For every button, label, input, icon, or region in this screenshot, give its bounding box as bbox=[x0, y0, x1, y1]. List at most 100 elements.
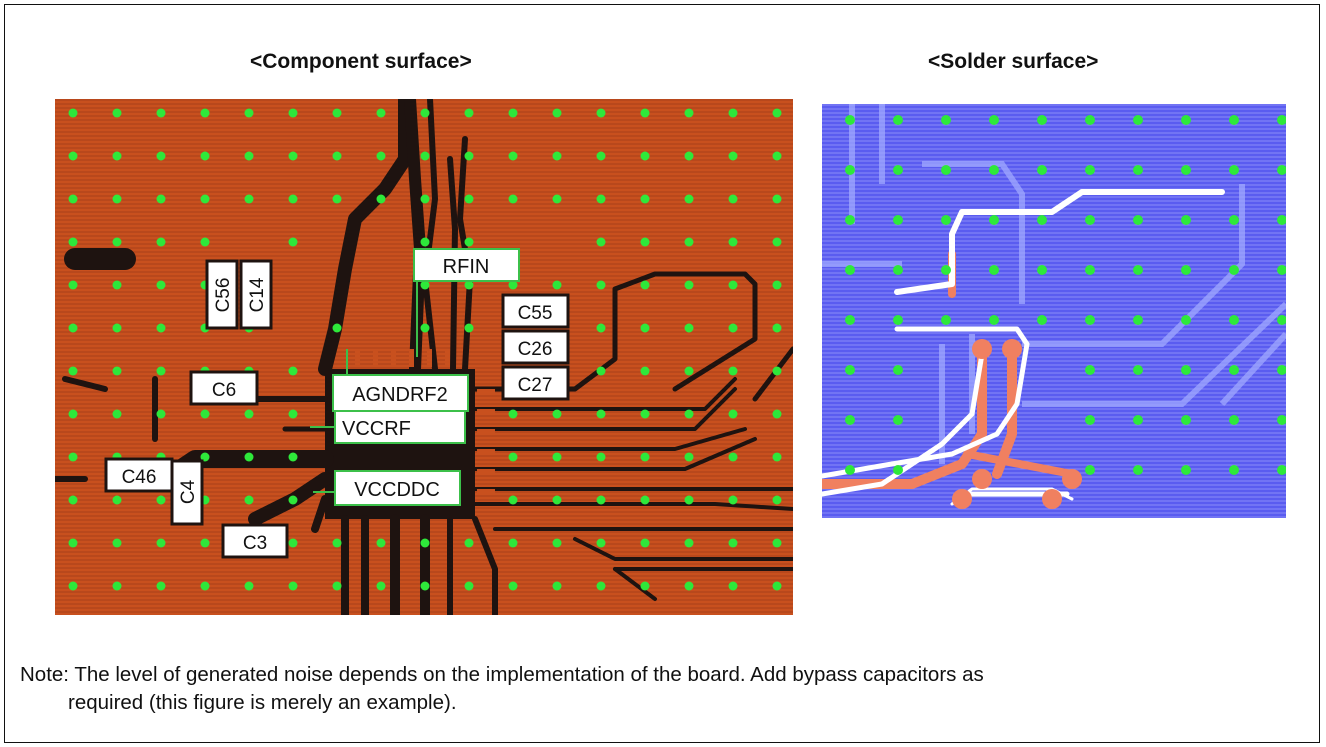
via bbox=[289, 238, 298, 247]
via bbox=[289, 109, 298, 118]
via bbox=[113, 109, 122, 118]
via bbox=[729, 195, 738, 204]
via bbox=[773, 281, 782, 290]
via bbox=[597, 367, 606, 376]
via bbox=[729, 324, 738, 333]
via bbox=[553, 410, 562, 419]
via bbox=[509, 109, 518, 118]
via bbox=[685, 582, 694, 591]
via bbox=[113, 410, 122, 419]
via bbox=[941, 315, 951, 325]
via bbox=[1229, 165, 1239, 175]
via bbox=[69, 281, 78, 290]
via bbox=[1037, 115, 1047, 125]
via bbox=[1181, 365, 1191, 375]
via bbox=[1181, 115, 1191, 125]
via bbox=[113, 195, 122, 204]
label-c6-text: C6 bbox=[212, 380, 236, 401]
via bbox=[941, 215, 951, 225]
via bbox=[553, 281, 562, 290]
via bbox=[641, 281, 650, 290]
via bbox=[201, 238, 210, 247]
label-agndrf2-text: AGNDRF2 bbox=[352, 384, 448, 406]
via bbox=[201, 152, 210, 161]
via bbox=[509, 582, 518, 591]
via bbox=[69, 238, 78, 247]
label-vccddc-text: VCCDDC bbox=[354, 479, 440, 501]
via bbox=[69, 410, 78, 419]
via bbox=[729, 109, 738, 118]
via bbox=[69, 582, 78, 591]
via bbox=[773, 109, 782, 118]
via bbox=[729, 582, 738, 591]
via bbox=[641, 453, 650, 462]
via bbox=[377, 582, 386, 591]
via bbox=[333, 109, 342, 118]
via bbox=[597, 109, 606, 118]
via bbox=[157, 152, 166, 161]
via bbox=[893, 165, 903, 175]
via bbox=[845, 365, 855, 375]
via bbox=[421, 539, 430, 548]
via bbox=[553, 152, 562, 161]
via bbox=[597, 539, 606, 548]
label-c3: C3 bbox=[223, 525, 287, 557]
label-c46: C46 bbox=[106, 459, 172, 491]
label-c14: C14 bbox=[241, 261, 271, 328]
via bbox=[685, 367, 694, 376]
via bbox=[1133, 415, 1143, 425]
via bbox=[773, 238, 782, 247]
via bbox=[245, 496, 254, 505]
via bbox=[597, 195, 606, 204]
via bbox=[245, 109, 254, 118]
via bbox=[773, 453, 782, 462]
via bbox=[893, 465, 903, 475]
label-c26: C26 bbox=[503, 331, 568, 363]
via bbox=[1133, 365, 1143, 375]
via bbox=[201, 109, 210, 118]
via bbox=[377, 152, 386, 161]
via bbox=[1181, 215, 1191, 225]
via bbox=[1133, 215, 1143, 225]
via bbox=[893, 115, 903, 125]
via bbox=[157, 496, 166, 505]
via bbox=[421, 324, 430, 333]
via bbox=[157, 324, 166, 333]
solder-surface-board bbox=[822, 104, 1286, 518]
via bbox=[1181, 415, 1191, 425]
via bbox=[893, 315, 903, 325]
via bbox=[289, 582, 298, 591]
via bbox=[597, 152, 606, 161]
via bbox=[377, 539, 386, 548]
via bbox=[289, 539, 298, 548]
via bbox=[1085, 265, 1095, 275]
via bbox=[245, 410, 254, 419]
via bbox=[553, 109, 562, 118]
label-c55: C55 bbox=[503, 295, 568, 327]
via bbox=[641, 238, 650, 247]
via bbox=[377, 109, 386, 118]
via bbox=[845, 215, 855, 225]
via bbox=[1181, 165, 1191, 175]
note: Note: The level of generated noise depen… bbox=[20, 661, 1300, 717]
via bbox=[685, 496, 694, 505]
via bbox=[553, 496, 562, 505]
via bbox=[1229, 115, 1239, 125]
via bbox=[377, 195, 386, 204]
via bbox=[69, 496, 78, 505]
label-c27-text: C27 bbox=[518, 375, 553, 396]
via bbox=[421, 195, 430, 204]
via bbox=[685, 324, 694, 333]
via bbox=[729, 453, 738, 462]
via bbox=[289, 195, 298, 204]
via bbox=[685, 539, 694, 548]
via bbox=[641, 324, 650, 333]
via bbox=[641, 496, 650, 505]
label-c6: C6 bbox=[191, 372, 257, 404]
via bbox=[893, 415, 903, 425]
via bbox=[597, 238, 606, 247]
via bbox=[465, 238, 474, 247]
via bbox=[69, 324, 78, 333]
via bbox=[333, 152, 342, 161]
via bbox=[1181, 465, 1191, 475]
